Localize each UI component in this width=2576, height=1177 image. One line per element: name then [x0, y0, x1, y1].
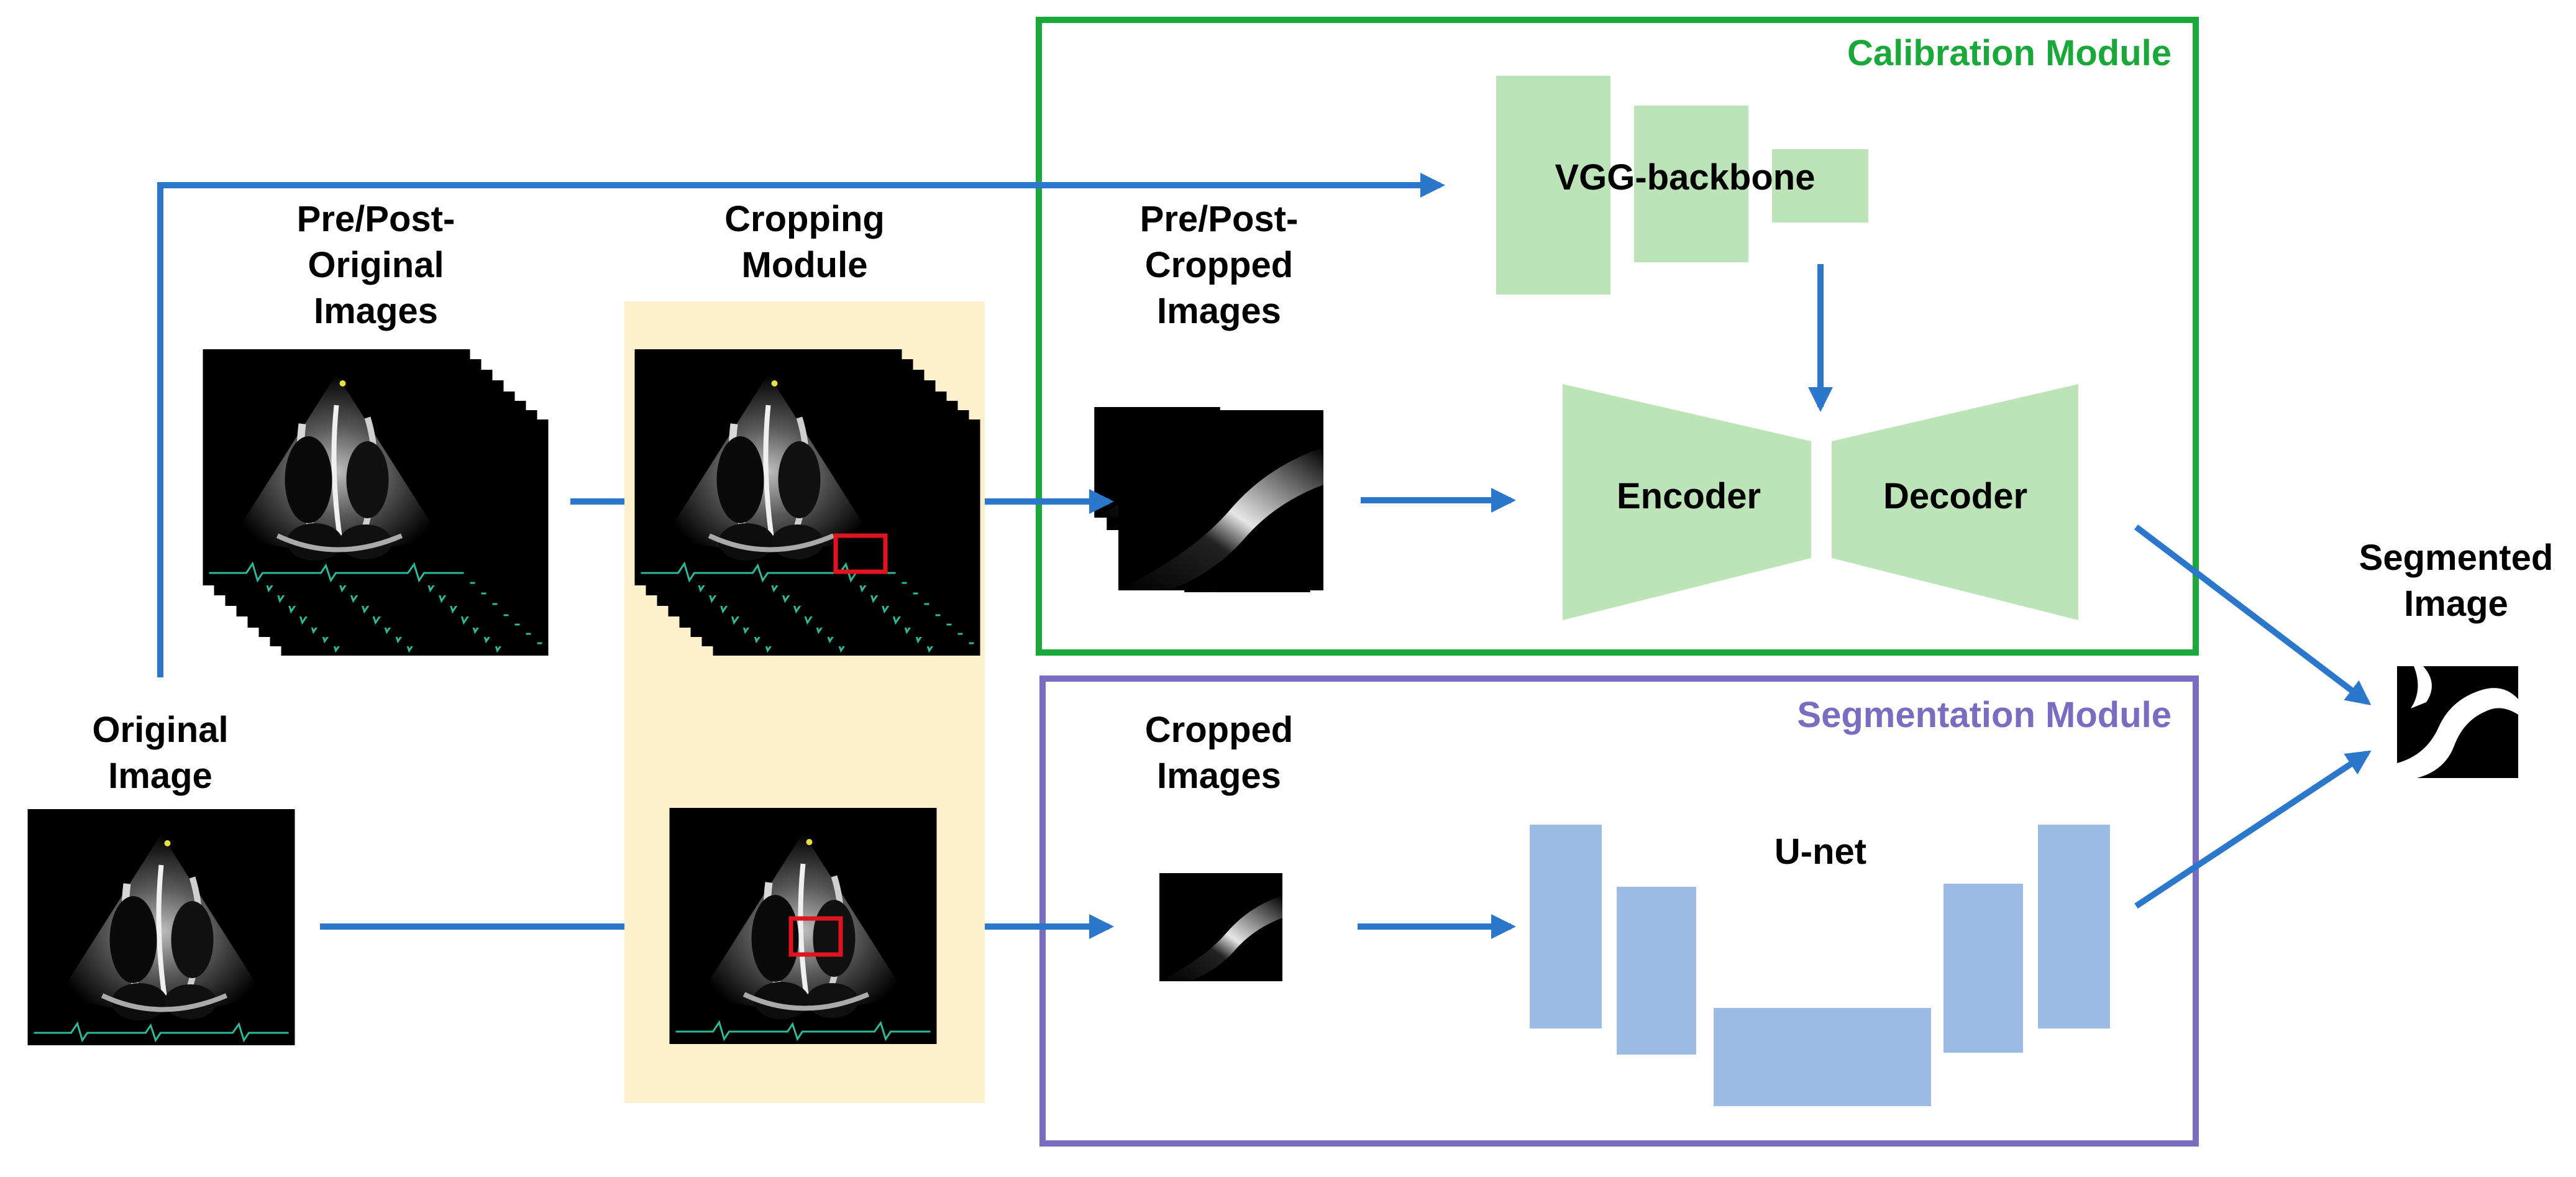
pre-post-cropped-label-3: Images — [1157, 291, 1281, 331]
encoder-shape — [1563, 384, 1811, 620]
original-image — [28, 809, 295, 1045]
cropping-module-title-line2: Module — [742, 245, 868, 285]
encoder-decoder-block: Encoder Decoder — [1563, 384, 2078, 620]
crop-region-box — [833, 533, 888, 574]
cropped-images-label-2: Images — [1157, 756, 1281, 796]
segmented-image-label-2: Image — [2404, 584, 2508, 624]
connectors — [157, 173, 2372, 939]
pre-post-cropped-label-2: Cropped — [1145, 245, 1293, 285]
segmented-image-label-1: Segmented — [2359, 538, 2554, 578]
pre-post-cropped-label-1: Pre/Post- — [1140, 199, 1299, 239]
cropped-images-label-1: Cropped — [1145, 710, 1293, 750]
calibration-module-title: Calibration Module — [1847, 33, 2172, 73]
vgg-backbone-block: VGG-backbone — [1496, 76, 1868, 295]
pre-post-original-label-2: Original — [308, 245, 444, 285]
arrow-original-to-vgg — [157, 173, 1445, 677]
decoder-shape — [1832, 384, 2078, 620]
pre-post-cropped-images-stack — [1094, 407, 1323, 592]
cropping-single-image — [670, 808, 937, 1044]
calibration-module-frame — [1036, 17, 2199, 656]
pre-post-original-label-3: Images — [314, 291, 438, 331]
original-image-label-2: Image — [108, 756, 212, 796]
arrow-unet-to-segmented — [2134, 750, 2372, 909]
pre-post-original-images-stack — [203, 349, 549, 656]
unet-block: U-net — [1530, 825, 2110, 1106]
pre-post-original-label-1: Pre/Post- — [297, 199, 455, 239]
segmentation-module-title: Segmentation Module — [1797, 695, 2172, 735]
decoder-label: Decoder — [1883, 476, 2027, 516]
cropping-module-title-line1: Cropping — [724, 199, 885, 239]
unet-label: U-net — [1774, 831, 1866, 872]
segmentation-module-frame — [1039, 676, 2199, 1147]
crop-region-box-single — [788, 916, 843, 957]
vgg-backbone-label: VGG-backbone — [1555, 157, 1816, 198]
arrow-decoder-to-segmented — [2134, 524, 2372, 705]
encoder-label: Encoder — [1617, 476, 1761, 516]
original-image-label-1: Original — [92, 710, 228, 750]
segmented-image — [2397, 666, 2518, 778]
cropping-images-stack — [635, 349, 980, 656]
cropped-image — [1159, 873, 1282, 981]
